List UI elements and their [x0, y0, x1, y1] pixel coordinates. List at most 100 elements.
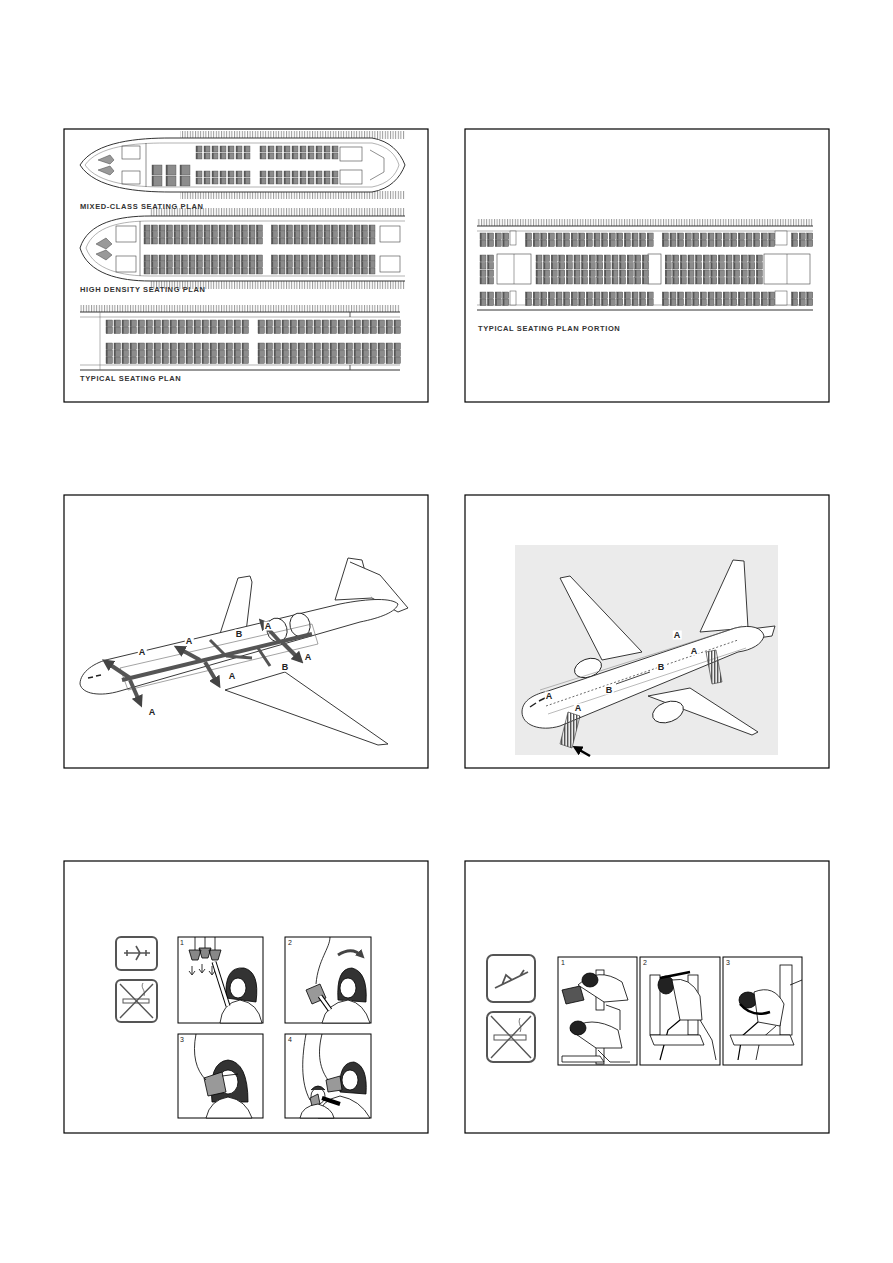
seat: [186, 320, 193, 327]
seat-back: [227, 268, 229, 274]
seat-back: [678, 292, 680, 299]
seat-back: [302, 225, 304, 231]
seat: [279, 268, 285, 274]
seat: [370, 320, 377, 327]
seat: [647, 299, 653, 306]
seat: [316, 171, 322, 177]
seat-back: [182, 255, 184, 261]
seat: [196, 178, 202, 184]
seat-back: [324, 238, 326, 244]
seat: [769, 292, 775, 299]
seat: [167, 268, 173, 274]
seat-back: [314, 350, 316, 357]
seat-back: [236, 153, 238, 159]
seat: [354, 232, 360, 238]
seat-back: [272, 232, 274, 238]
seat-back: [162, 350, 164, 357]
seat-back: [346, 350, 348, 357]
seat: [488, 263, 494, 270]
wide-body-plan: [477, 219, 813, 310]
seat: [738, 299, 744, 306]
seat: [347, 262, 353, 268]
seat: [386, 350, 393, 357]
seat-back: [693, 233, 695, 240]
seat-back: [609, 233, 611, 240]
seat-back: [346, 320, 348, 327]
seat-back: [189, 232, 191, 238]
seat: [488, 255, 494, 262]
seat: [703, 270, 709, 277]
seat-back: [703, 255, 705, 262]
seat-back: [670, 299, 672, 306]
seat-back: [220, 146, 222, 152]
seat-back: [234, 350, 236, 357]
seat-back: [670, 292, 672, 299]
seat: [324, 171, 330, 177]
seat: [693, 292, 699, 299]
seat-back: [586, 233, 588, 240]
seat: [166, 165, 176, 175]
seat-back: [227, 225, 229, 231]
seat-back: [309, 262, 311, 268]
seat: [236, 153, 242, 159]
seat: [204, 146, 210, 152]
seat-back: [769, 240, 771, 247]
seat: [612, 270, 618, 277]
seat: [620, 263, 626, 270]
seat-back: [294, 268, 296, 274]
seat: [330, 343, 337, 350]
seat: [526, 240, 532, 247]
seat: [202, 327, 209, 334]
seat: [612, 255, 618, 262]
seat: [282, 327, 289, 334]
seat-back: [559, 270, 561, 277]
seat: [130, 343, 137, 350]
seat: [306, 350, 313, 357]
seat: [306, 327, 313, 334]
seat: [249, 238, 255, 244]
seat: [302, 232, 308, 238]
seat: [731, 240, 737, 247]
seat-back: [196, 146, 198, 152]
seat-back: [544, 255, 546, 262]
seat: [378, 320, 385, 327]
seat: [571, 292, 577, 299]
seat: [769, 299, 775, 306]
seat-back: [354, 232, 356, 238]
seat: [700, 299, 706, 306]
seat-back: [189, 268, 191, 274]
seat: [670, 292, 676, 299]
seat-back: [146, 350, 148, 357]
seat-back: [244, 153, 246, 159]
seat: [579, 233, 585, 240]
seat: [696, 270, 702, 277]
seat-back: [718, 270, 720, 277]
seat-back: [594, 299, 596, 306]
seat: [298, 327, 305, 334]
seat: [279, 225, 285, 231]
seat-back: [688, 278, 690, 285]
seat-back: [138, 327, 140, 334]
seat: [244, 146, 250, 152]
seat-back: [268, 146, 270, 152]
seat-back: [731, 240, 733, 247]
seat: [711, 263, 717, 270]
seat: [551, 278, 557, 285]
seat-back: [332, 225, 334, 231]
seat-back: [332, 232, 334, 238]
seat: [632, 240, 638, 247]
seat-back: [290, 327, 292, 334]
seat-back: [716, 233, 718, 240]
seat-back: [219, 268, 221, 274]
seat: [551, 270, 557, 277]
seat: [114, 350, 121, 357]
seat: [556, 233, 562, 240]
seat: [536, 263, 542, 270]
seat-back: [249, 268, 251, 274]
seat-back: [582, 255, 584, 262]
seat-back: [106, 343, 108, 350]
seat: [170, 357, 177, 364]
seat-back: [210, 327, 212, 334]
seat: [162, 327, 169, 334]
seat-back: [309, 238, 311, 244]
